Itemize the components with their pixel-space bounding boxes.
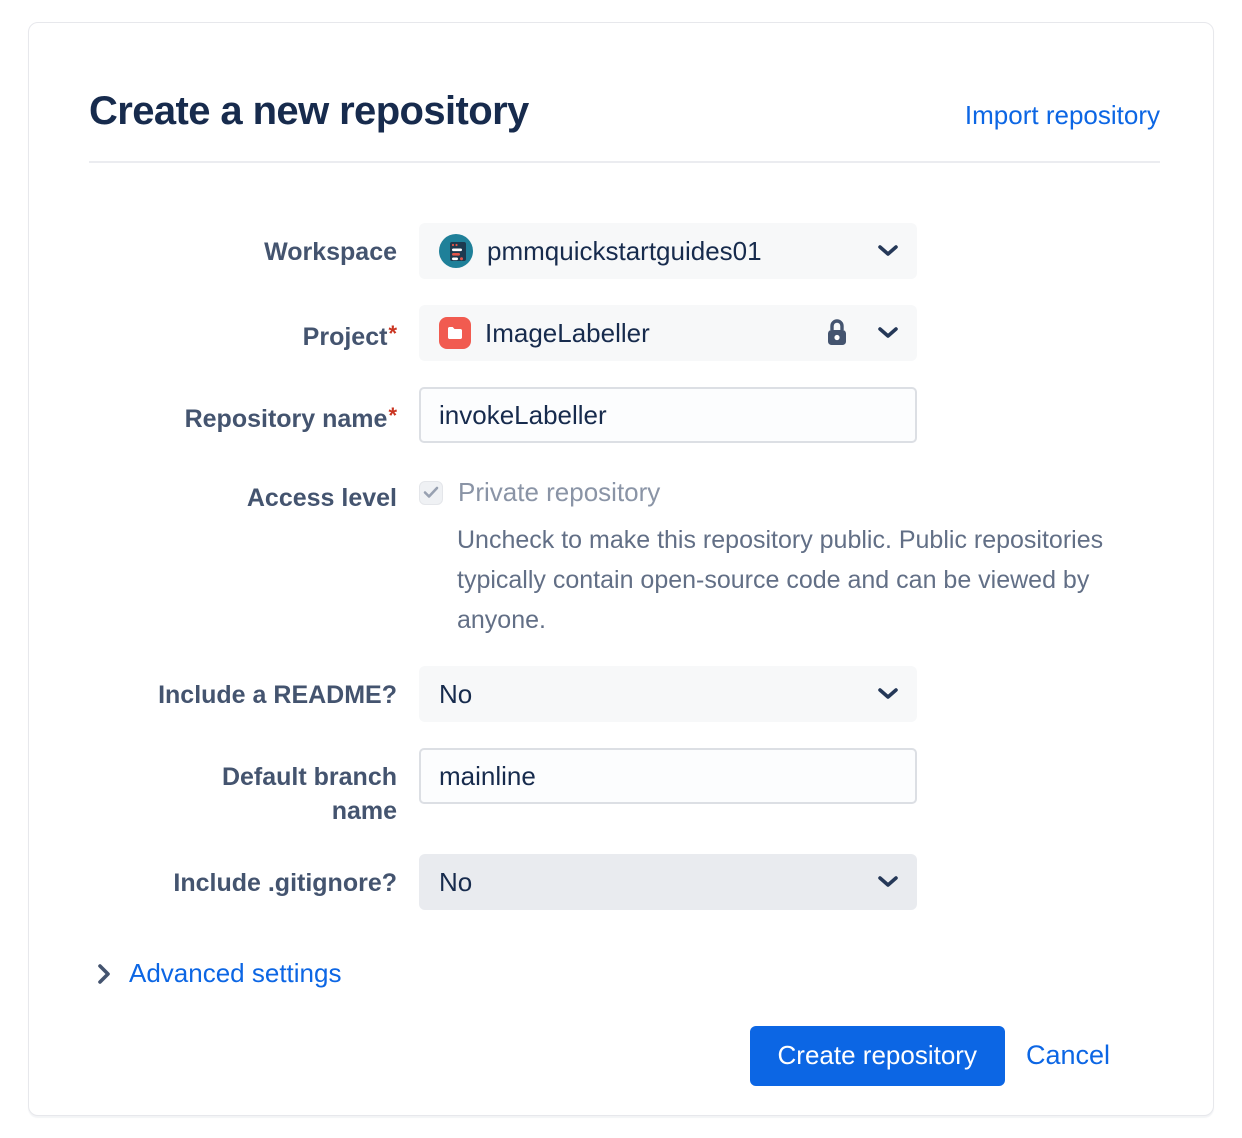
header-divider <box>89 161 1160 163</box>
include-gitignore-value: No <box>439 866 473 897</box>
chevron-down-icon <box>877 326 899 340</box>
lock-icon <box>825 318 849 348</box>
dialog-actions: Create repository Cancel <box>89 1025 1160 1086</box>
project-row: Project* ImageLabeller <box>89 305 1160 361</box>
workspace-label: Workspace <box>264 238 397 266</box>
advanced-settings-toggle[interactable]: Advanced settings <box>97 958 341 989</box>
include-gitignore-label: Include .gitignore? <box>173 869 397 897</box>
project-select[interactable]: ImageLabeller <box>419 305 917 361</box>
chevron-down-icon <box>877 244 899 258</box>
include-gitignore-row: Include .gitignore? No <box>89 854 1160 910</box>
include-readme-select[interactable]: No <box>419 666 917 722</box>
checkmark-icon <box>423 486 439 498</box>
default-branch-label: Default branch name <box>221 763 397 825</box>
private-repository-checkbox[interactable] <box>419 480 443 505</box>
include-readme-row: Include a README? No <box>89 666 1160 722</box>
chevron-down-icon <box>877 875 899 889</box>
include-gitignore-select[interactable]: No <box>419 854 917 910</box>
access-level-label: Access level <box>246 484 397 512</box>
workspace-avatar <box>439 234 473 268</box>
default-branch-input[interactable] <box>419 748 917 804</box>
repository-name-input[interactable] <box>419 387 917 443</box>
import-repository-link[interactable]: Import repository <box>964 100 1160 130</box>
private-repository-label: Private repository <box>458 477 661 507</box>
repository-name-row: Repository name* <box>89 387 1160 443</box>
page-title: Create a new repository <box>89 89 529 133</box>
create-repository-button[interactable]: Create repository <box>749 1025 1005 1086</box>
required-marker: * <box>388 403 397 428</box>
workspace-select[interactable]: pmmquickstartguides01 <box>419 223 917 279</box>
chevron-down-icon <box>877 687 899 701</box>
project-value: ImageLabeller <box>485 317 650 348</box>
dialog-header: Create a new repository Import repositor… <box>89 87 1160 135</box>
project-label: Project* <box>302 321 397 351</box>
create-repository-form: Workspace <box>89 223 1160 910</box>
access-level-help-text: Uncheck to make this repository public. … <box>457 526 1104 634</box>
access-level-row: Access level Private repository Uncheck … <box>89 469 1160 640</box>
workspace-row: Workspace <box>89 223 1160 279</box>
include-readme-label: Include a README? <box>158 681 397 709</box>
include-readme-value: No <box>439 678 473 709</box>
advanced-settings-label: Advanced settings <box>129 958 342 988</box>
default-branch-row: Default branch name <box>89 748 1160 828</box>
create-repository-dialog: Create a new repository Import repositor… <box>28 22 1214 1116</box>
cancel-button[interactable]: Cancel <box>1025 1040 1110 1070</box>
required-marker: * <box>388 321 397 346</box>
folder-icon <box>439 317 471 349</box>
chevron-right-icon <box>97 963 111 985</box>
workspace-value: pmmquickstartguides01 <box>487 235 762 266</box>
repository-name-label: Repository name* <box>184 403 397 433</box>
